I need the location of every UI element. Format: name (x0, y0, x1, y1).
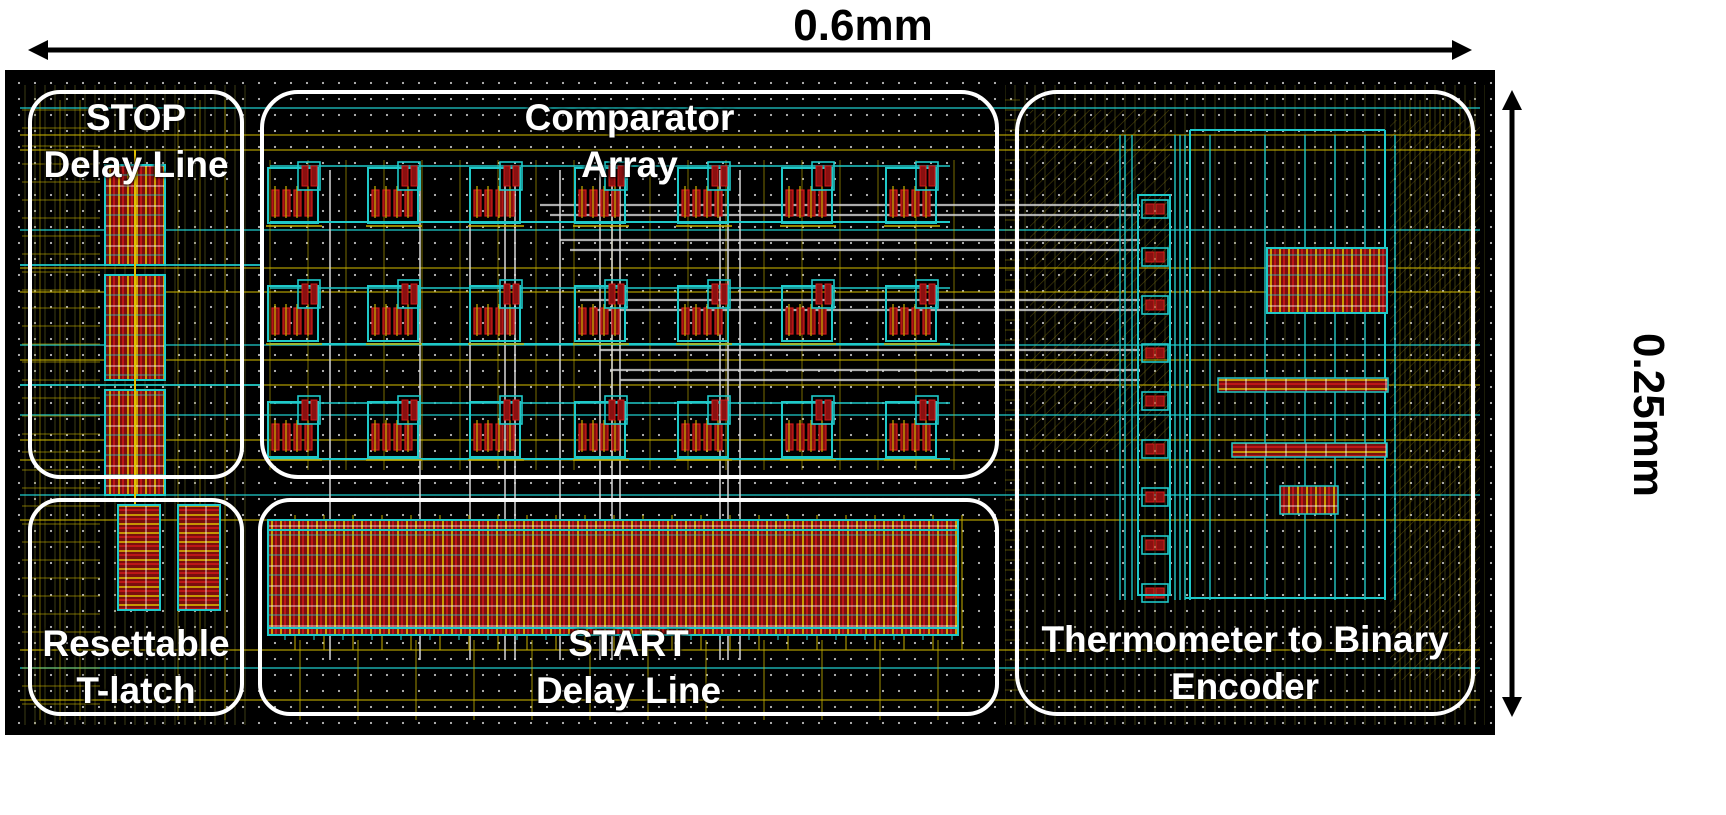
stop-delay-line-outline (28, 90, 244, 479)
stop-delay-line-label: STOP Delay Line (43, 97, 229, 186)
thermometer-encoder-label: Thermometer to Binary Encoder (1041, 619, 1449, 708)
resettable-tlatch-label: Resettable T-latch (42, 623, 230, 712)
encoder-cells (1137, 194, 1389, 596)
t-latch-cells (117, 504, 221, 611)
t-latch-outline (28, 498, 244, 716)
start-delay-line-outline (258, 498, 999, 716)
start-delay-line-label: START Delay Line (535, 623, 722, 712)
stop-delay-line-cells (104, 150, 166, 505)
height-dimension-arrow (1502, 90, 1522, 717)
encoder-outline (1015, 90, 1475, 716)
width-dimension-arrow (28, 40, 1472, 60)
height-dimension-label: 0.25mm (1624, 333, 1673, 497)
width-dimension-label: 0.6mm (793, 1, 933, 50)
start-delay-line-cells (267, 519, 959, 636)
comparator-array-outline (260, 90, 999, 479)
comparator-array-label: Comparator Array (524, 97, 735, 186)
